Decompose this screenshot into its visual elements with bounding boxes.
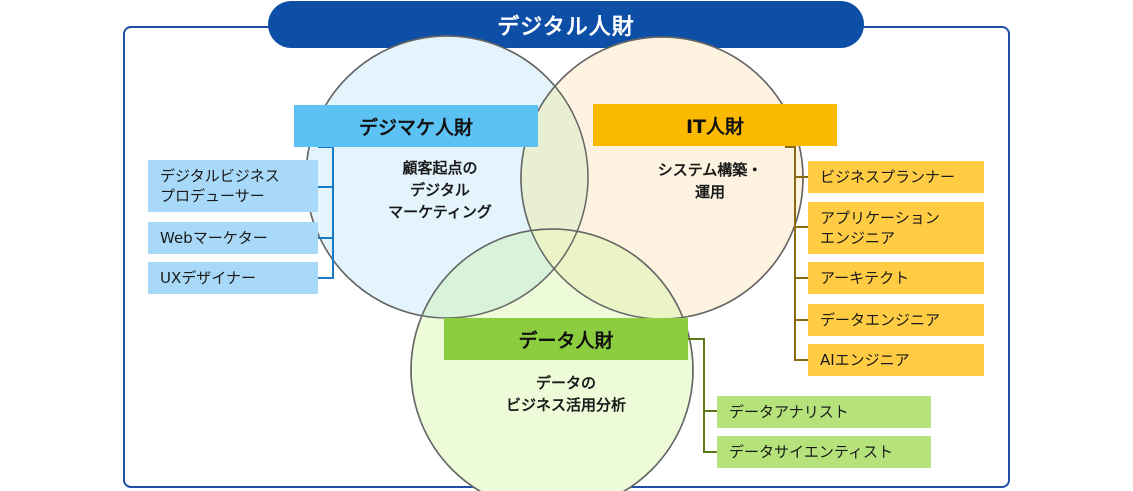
category-label-data: データ人財 <box>444 318 688 360</box>
role-ux-designer: UXデザイナー <box>148 262 318 294</box>
description-line: デジタル <box>410 181 470 199</box>
role-digital-business-producer: デジタルビジネス プロデューサー <box>148 160 318 212</box>
role-architect: アーキテクト <box>808 262 984 294</box>
overlaps <box>411 37 693 319</box>
role-label: ビジネスプランナー <box>820 168 956 186</box>
description-it: システム構築・ 運用 <box>625 159 795 203</box>
description-digimark: 顧客起点の デジタル マーケティング <box>360 157 520 223</box>
description-line: 顧客起点の <box>402 159 478 177</box>
role-web-marketer: Webマーケター <box>148 222 318 254</box>
diagram-title: デジタル人財 <box>268 1 864 48</box>
overlap-it-data <box>521 229 693 319</box>
description-line: データの <box>535 374 596 392</box>
description-line: システム構築・ <box>657 161 763 179</box>
role-label: デジタルビジネス <box>160 167 280 185</box>
role-label: アーキテクト <box>820 269 910 287</box>
role-data-scientist: データサイエンティスト <box>717 436 931 468</box>
role-label: データエンジニア <box>820 311 941 329</box>
overlap-digimark-data <box>411 229 588 318</box>
role-data-engineer: データエンジニア <box>808 304 984 336</box>
role-label: プロデューサー <box>160 187 265 205</box>
description-line: マーケティング <box>388 203 492 221</box>
description-data: データの ビジネス活用分析 <box>476 372 656 416</box>
category-label-digimark: デジマケ人財 <box>294 105 538 147</box>
role-ai-engineer: AIエンジニア <box>808 344 984 376</box>
role-data-analyst: データアナリスト <box>717 396 931 428</box>
description-line: ビジネス活用分析 <box>505 396 626 414</box>
role-label: UXデザイナー <box>160 269 256 287</box>
connectors-it <box>785 146 808 361</box>
category-label-it: IT人財 <box>593 104 837 146</box>
role-label: Webマーケター <box>160 229 268 247</box>
role-label: エンジニア <box>820 229 896 247</box>
description-line: 運用 <box>694 183 725 201</box>
role-label: データサイエンティスト <box>729 443 893 461</box>
role-label: データアナリスト <box>729 403 849 421</box>
role-label: AIエンジニア <box>820 351 910 369</box>
connectors-data <box>688 338 717 453</box>
connectors-digimark <box>318 146 334 279</box>
role-label: アプリケーション <box>820 209 940 227</box>
role-business-planner: ビジネスプランナー <box>808 161 984 193</box>
role-application-engineer: アプリケーション エンジニア <box>808 202 984 254</box>
